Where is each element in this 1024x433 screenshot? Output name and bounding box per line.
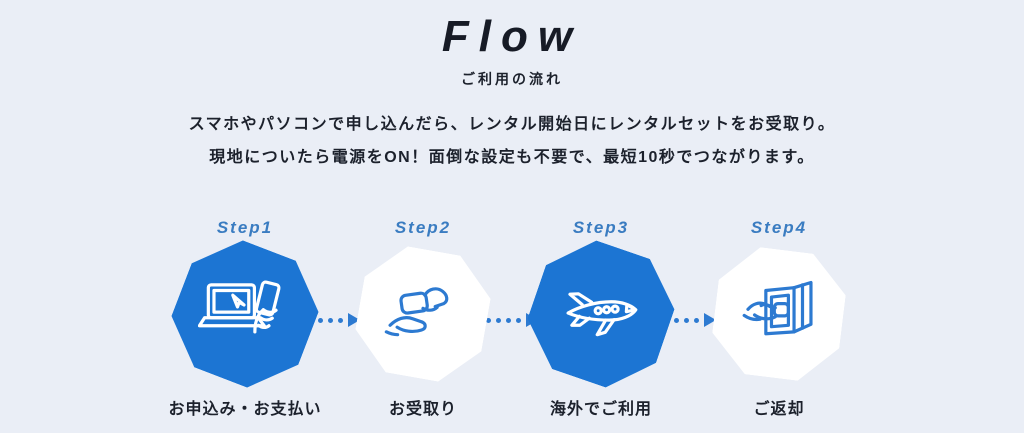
step-4-caption: ご返却 <box>753 401 805 419</box>
step-4-label: Step4 <box>750 218 808 238</box>
step-2-caption: お受取り <box>388 401 457 419</box>
step-2-shape <box>355 246 491 382</box>
handover-hands-icon <box>384 287 449 337</box>
section-subtitle: ご利用の流れ <box>461 71 563 88</box>
airplane-icon <box>566 292 638 337</box>
step-1-shape <box>177 246 313 382</box>
section-description: スマホやパソコンで申し込んだら、レンタル開始日にレンタルセットをお受取り。 現地… <box>0 108 1024 174</box>
steps-row: Step1 お申込み・お支払 <box>0 216 1024 419</box>
flow-section: Flow ご利用の流れ スマホやパソコンで申し込んだら、レンタル開始日にレンタル… <box>0 12 1024 419</box>
step-3-caption: 海外でご利用 <box>549 401 652 419</box>
step-2-label: Step2 <box>394 218 452 238</box>
dotted-arrow-icon <box>664 313 716 328</box>
section-title: Flow <box>441 12 583 61</box>
step-1: Step1 お申込み・お支払 <box>175 216 315 419</box>
step-4: Step4 ご返却 <box>709 216 849 419</box>
laptop-and-phone-icon <box>198 280 281 334</box>
dotted-arrow-icon <box>486 313 538 328</box>
step-3-shape <box>533 246 669 382</box>
step-1-label: Step1 <box>216 218 274 238</box>
step-2: Step2 お受取り <box>353 216 493 419</box>
step-4-shape <box>711 246 847 382</box>
step-1-caption: お申込み・お支払い <box>168 401 322 419</box>
description-line-1: スマホやパソコンで申し込んだら、レンタル開始日にレンタルセットをお受取り。 <box>188 116 836 134</box>
step-3-label: Step3 <box>572 218 630 238</box>
description-line-2: 現地についたら電源をON！面倒な設定も不要で、最短10秒でつながります。 <box>209 149 815 167</box>
step-3: Step3 海外でご利用 <box>531 216 671 419</box>
dotted-arrow-icon <box>308 313 360 328</box>
return-box-icon <box>742 281 813 336</box>
